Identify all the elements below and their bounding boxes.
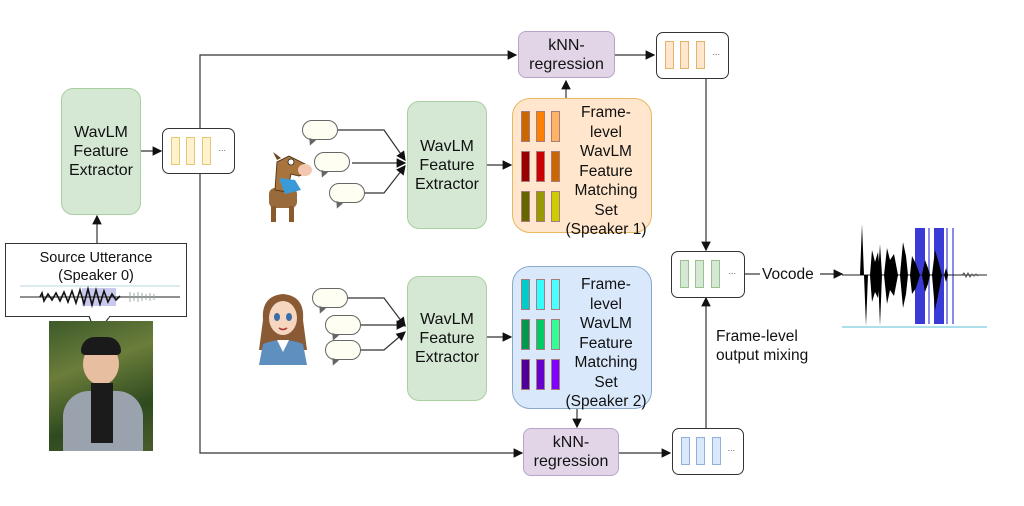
speaker2-wavlm-feature-extractor: WavLM Feature Extractor [407,276,487,401]
matching-feature-bar [521,191,530,222]
speech-bubble [314,152,350,172]
feature-frame [665,41,674,69]
matching-feature-bar [551,151,560,182]
set-label-line: Frame- [581,276,631,293]
matching-feature-bar [536,319,545,350]
source-waveform-icon [20,285,180,308]
matching-feature-bar [536,151,545,182]
matching-feature-bar [536,279,545,310]
set-label-line: Feature [579,334,633,352]
vocode-label: Vocode [762,266,814,283]
speaker2-converted-vectors: ... [672,428,744,475]
matching-feature-bar [521,319,530,350]
extractor-label-line: Feature [419,330,475,347]
matching-feature-bar [521,151,530,182]
speech-bubble [302,120,338,140]
extractor-label-line: WavLM [420,137,474,155]
feature-frame [711,260,720,288]
knn-label-line: kNN- [548,36,585,54]
matching-feature-bar [551,319,560,350]
mixing-label-line: Frame-level [716,328,798,345]
feature-frame [186,137,195,165]
matching-feature-bar [536,359,545,390]
speech-bubble [329,183,365,203]
speech-bubble [325,340,361,360]
matching-feature-bar [536,111,545,142]
speaker1-wavlm-feature-extractor: WavLM Feature Extractor [407,101,487,229]
set-label-line: Set [594,373,618,391]
set-label-line: Matching [574,354,638,371]
speaker1-set-label: Frame- level WavLM Feature Matching Set … [565,103,647,240]
anime-woman-icon [259,294,307,365]
feature-frame [680,260,689,288]
speaker1-matching-set: Frame- level WavLM Feature Matching Set … [512,98,652,238]
extractor-label-line: WavLM [420,311,474,328]
feature-frame [696,437,705,465]
speech-bubble [325,315,361,335]
mixed-output-vectors: ... [671,251,745,298]
set-label-line: Set [594,201,618,219]
set-label-line: Frame- [581,104,631,121]
knn-regression-top: kNN- regression [518,31,615,78]
set-label-line: level [590,295,622,313]
feature-frame [171,137,180,165]
matching-feature-bar [521,111,530,142]
feature-frame [712,437,721,465]
speech-bubble [312,288,348,308]
matching-feature-bar [551,191,560,222]
knn-label-line: kNN- [552,434,590,451]
knn-regression-bottom: kNN- regression [523,428,619,476]
extractor-label-line: Extractor [414,175,479,193]
extractor-label-line: Extractor [68,162,133,179]
set-label-line: (Speaker 1) [565,221,647,238]
matching-feature-bar [521,359,530,390]
matching-feature-bar [551,359,560,390]
set-label-line: WavLM [580,143,632,160]
source-speaker-photo-icon [49,321,153,451]
horse-cartoon-icon [269,152,312,222]
matching-feature-bar [521,279,530,310]
extractor-label-line: Feature [419,156,475,174]
set-label-line: level [590,123,622,141]
matching-feature-bar [551,279,560,310]
feature-frame [202,137,211,165]
ellipsis: ... [727,443,735,453]
extractor-label-line: Extractor [414,349,479,366]
set-label-line: Feature [579,162,633,180]
feature-frame [680,41,689,69]
output-waveform-icon [842,224,987,328]
source-utterance-callout: Source Utterance (Speaker 0) [5,243,187,317]
mixing-label-line: output mixing [716,347,809,364]
speaker1-converted-vectors: ... [656,32,729,79]
callout-subtitle: (Speaker 0) [58,268,134,284]
feature-frame [695,260,704,288]
extractor-label-line: Feature [73,143,129,160]
knn-label-line: regression [533,453,609,470]
knn-label-line: regression [529,55,604,73]
ellipsis: ... [728,266,736,276]
source-feature-vectors: ... [162,128,235,174]
frame-level-output-mixing-label: Frame-level output mixing [716,327,816,365]
set-label-line: Matching [574,182,638,199]
ellipsis: ... [712,47,720,57]
ellipsis: ... [218,143,226,153]
speaker2-set-label: Frame- level WavLM Feature Matching Set … [565,275,647,412]
matching-feature-bar [551,111,560,142]
feature-frame [696,41,705,69]
speaker2-matching-set: Frame- level WavLM Feature Matching Set … [512,266,652,412]
extractor-label-line: WavLM [74,124,128,141]
source-wavlm-feature-extractor: WavLM Feature Extractor [61,88,141,215]
matching-feature-bar [536,191,545,222]
callout-title: Source Utterance [39,250,153,266]
set-label-line: (Speaker 2) [565,393,647,410]
feature-frame [681,437,690,465]
set-label-line: WavLM [580,315,632,332]
